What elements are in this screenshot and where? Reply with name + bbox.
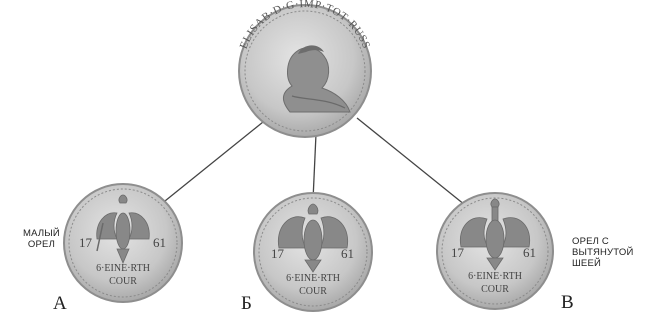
value-line: 6·EINE·RTH <box>286 273 340 284</box>
year-left: 17 <box>451 245 465 260</box>
connector-line-c <box>357 118 465 205</box>
connector-line-b <box>313 134 316 200</box>
value-line: 6·EINE·RTH <box>468 271 522 282</box>
connector-line-a <box>160 118 268 205</box>
coin-a: 17 61 6·EINE·RTH COUR <box>64 184 182 302</box>
coin-letter-a: А <box>53 293 67 315</box>
top-coin-portrait: ELISAB·D·G·IMP·TOT·RUSS <box>238 0 373 137</box>
annotation-small-eagle-line2: ОРЕЛ <box>23 239 60 250</box>
annotation-long-neck-line1: ОРЕЛ С <box>572 236 634 247</box>
currency-line: COUR <box>481 284 509 295</box>
annotation-long-neck-line3: ШЕЕЙ <box>572 258 634 269</box>
year-left: 17 <box>79 235 93 250</box>
year-right: 61 <box>153 235 166 250</box>
annotation-long-neck: ОРЕЛ С ВЫТЯНУТОЙ ШЕЕЙ <box>572 236 634 269</box>
year-right: 61 <box>341 246 354 261</box>
year-right: 61 <box>523 245 536 260</box>
coin-letter-c: В <box>561 292 574 314</box>
currency-line: COUR <box>299 286 327 297</box>
coin-b: 17 61 6·EINE·RTH COUR <box>254 193 372 311</box>
annotation-small-eagle: МАЛЫЙ ОРЕЛ <box>23 228 60 250</box>
annotation-long-neck-line2: ВЫТЯНУТОЙ <box>572 247 634 258</box>
year-left: 17 <box>271 246 285 261</box>
currency-line: COUR <box>109 276 137 287</box>
annotation-small-eagle-line1: МАЛЫЙ <box>23 228 60 239</box>
coin-c: 17 61 6·EINE·RTH COUR <box>437 193 553 309</box>
value-line: 6·EINE·RTH <box>96 263 150 274</box>
coin-letter-b: Б <box>241 293 252 315</box>
